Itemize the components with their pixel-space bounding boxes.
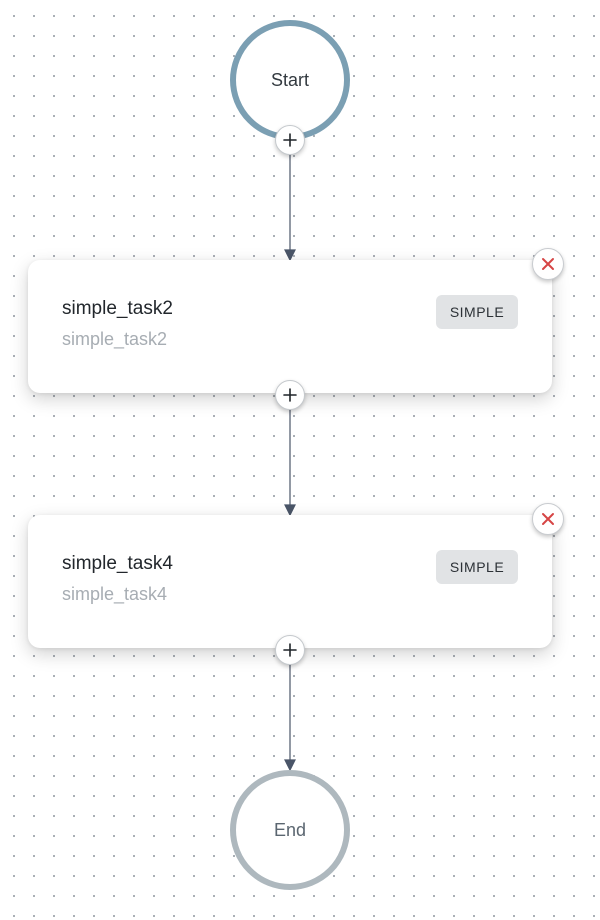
add-task-button[interactable] [275, 125, 305, 155]
task-type-badge: SIMPLE [436, 295, 518, 329]
close-icon [542, 513, 554, 525]
task-name: simple_task4 [62, 553, 173, 574]
plus-icon [283, 643, 297, 657]
remove-task-button[interactable] [532, 503, 564, 535]
start-node-label: Start [270, 69, 309, 90]
plus-icon [283, 388, 297, 402]
start-node[interactable]: Start [230, 20, 350, 140]
task-node-simple-task4[interactable]: simple_task4 simple_task4 SIMPLE [28, 503, 564, 648]
add-task-button[interactable] [275, 635, 305, 665]
end-node[interactable]: End [230, 770, 350, 890]
remove-task-button[interactable] [532, 248, 564, 280]
plus-icon [283, 133, 297, 147]
add-task-button[interactable] [275, 380, 305, 410]
task-type-badge: SIMPLE [436, 550, 518, 584]
edge-arrowhead [284, 504, 296, 517]
task-reference-name: simple_task2 [62, 329, 168, 349]
task-node-simple-task2[interactable]: simple_task2 simple_task2 SIMPLE [28, 248, 564, 393]
edge-arrowhead [284, 759, 296, 772]
edge-arrowhead [284, 249, 296, 262]
task-name: simple_task2 [62, 298, 173, 319]
close-icon [542, 258, 554, 270]
end-node-label: End [273, 819, 307, 840]
task-reference-name: simple_task4 [62, 584, 168, 604]
